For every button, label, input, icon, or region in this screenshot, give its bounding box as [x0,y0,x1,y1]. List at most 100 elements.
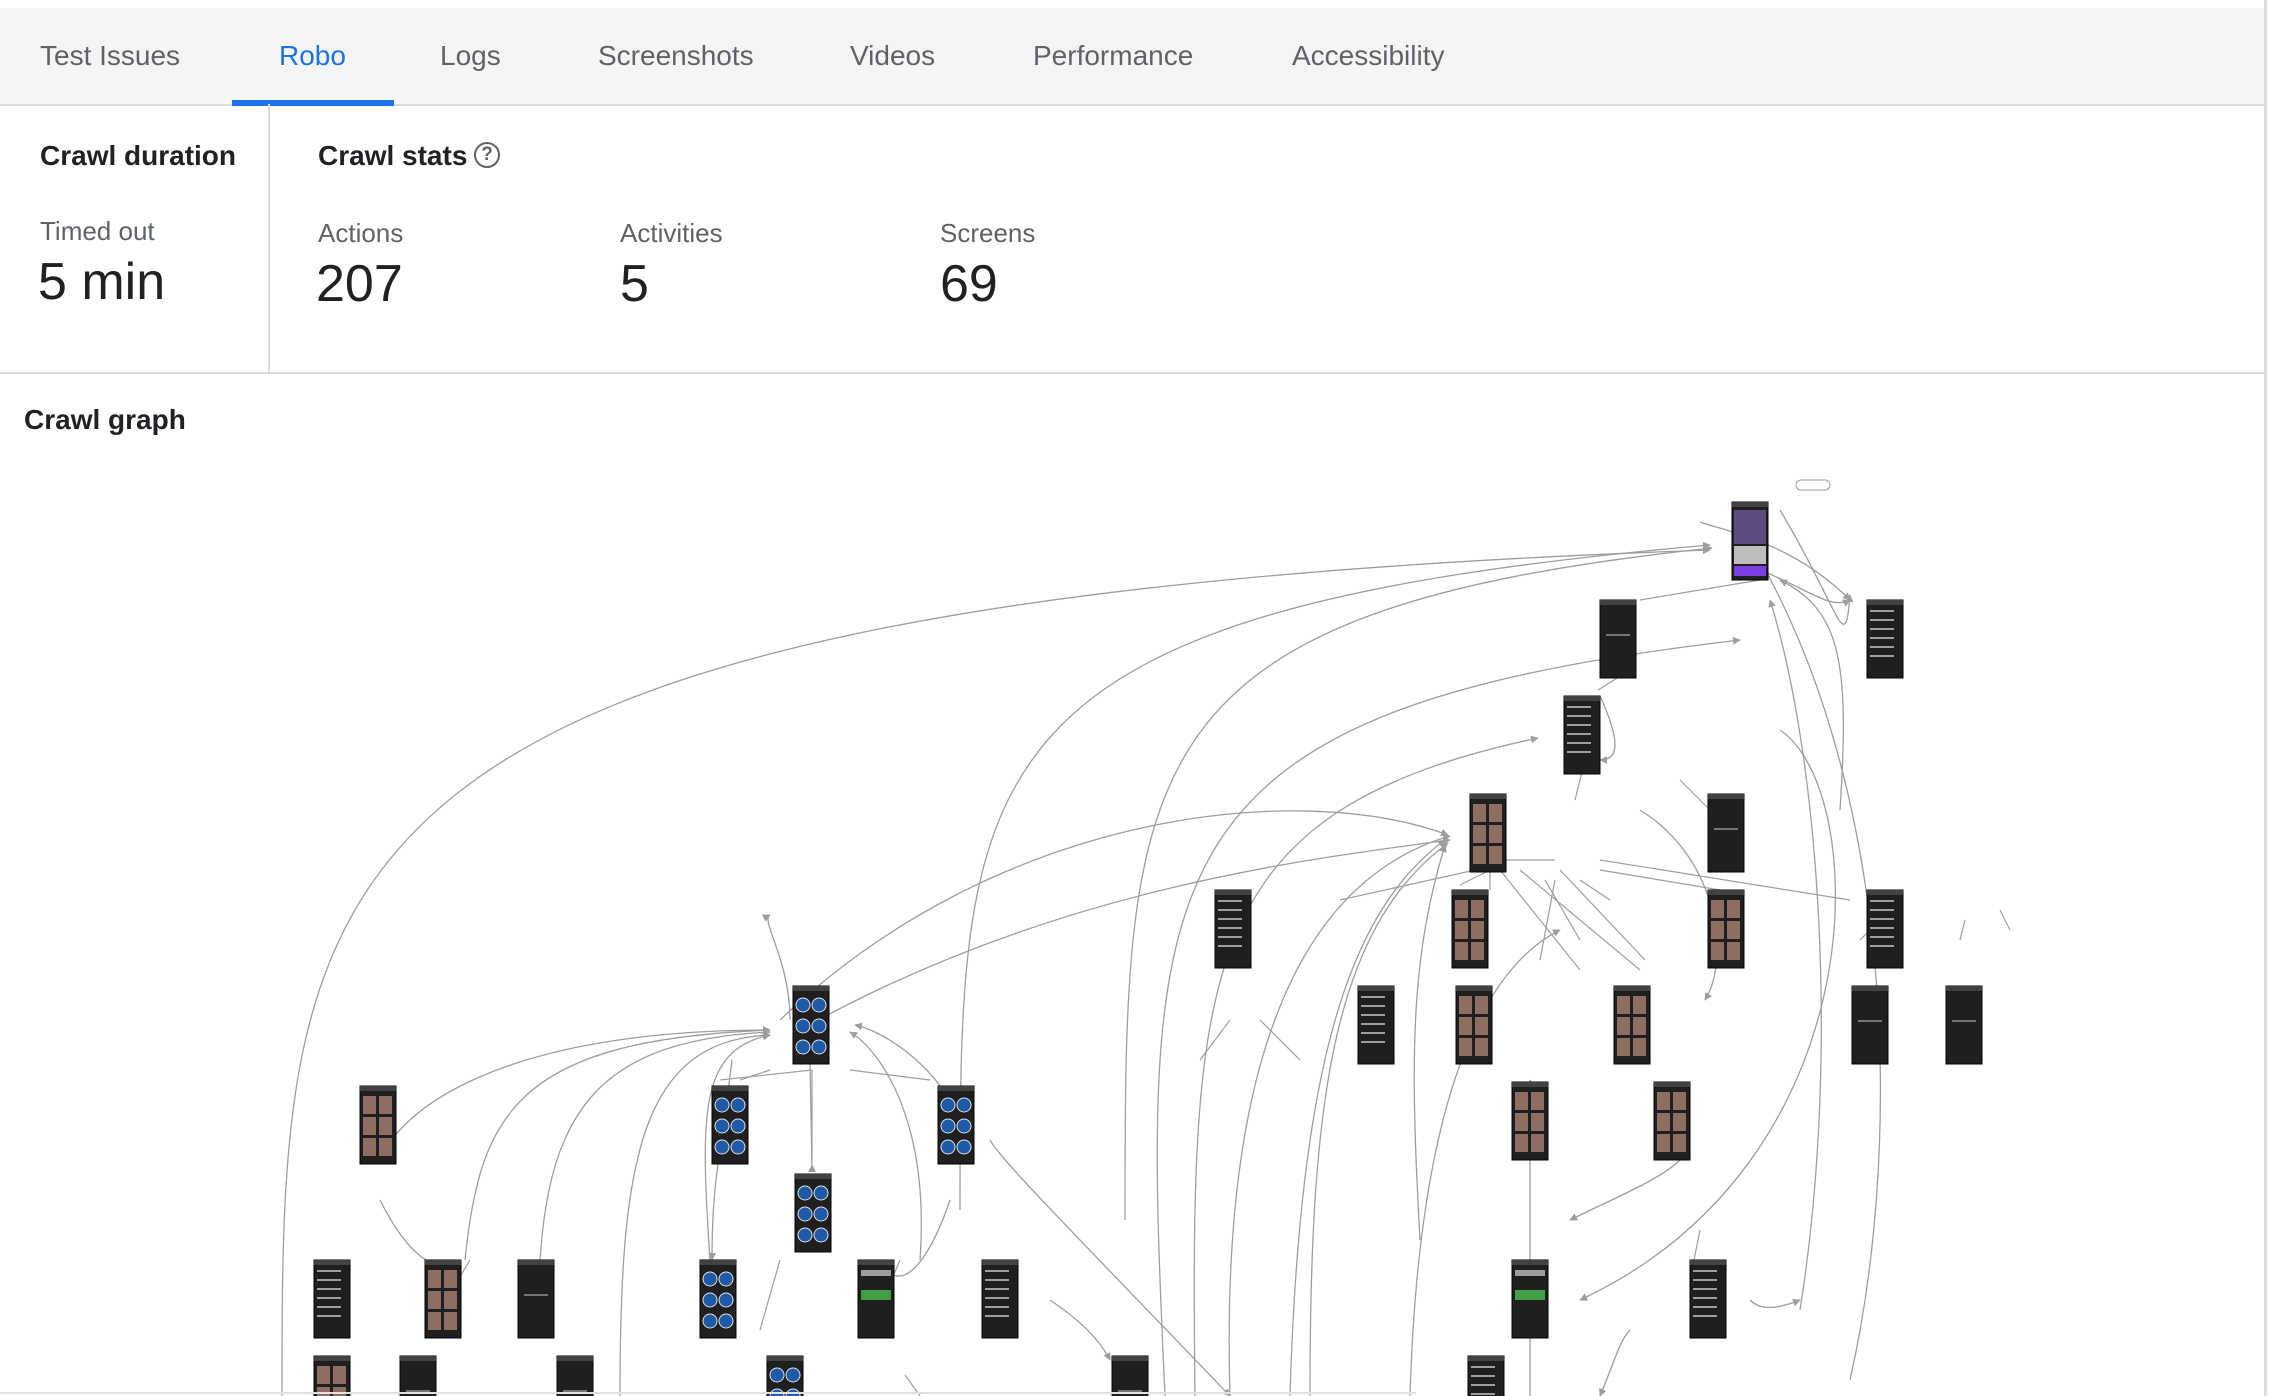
graph-edge [1579,879,1611,901]
graph-edge [1199,1019,1231,1061]
screen-node[interactable] [517,1259,555,1339]
graph-edge [1759,559,1882,1381]
graph-edge [464,1026,771,1261]
graph-edge [1999,909,2011,931]
screen-node[interactable] [857,1259,895,1339]
screen-node[interactable] [1945,985,1983,1065]
graph-edge [1156,636,1741,1396]
tab-accessibility[interactable]: Accessibility [1292,40,1445,71]
help-circle-icon[interactable]: ? [474,142,500,168]
tab-performance[interactable]: Performance [1033,40,1194,71]
graph-edge [1639,809,1718,1001]
screen-node[interactable] [937,1085,975,1165]
graph-edge [1768,599,1822,1311]
screen-node[interactable] [1511,1259,1549,1339]
screen-node[interactable] [794,1173,832,1253]
graph-edge [1779,579,1844,811]
tab-test-issues[interactable]: Test Issues [40,40,181,71]
screen-node[interactable] [1613,985,1651,1065]
screen-node[interactable] [1731,501,1769,581]
graph-edge [1579,729,1836,1301]
graph-edge [539,1028,771,1261]
graph-edge [849,1069,931,1081]
screen-node[interactable] [1469,793,1507,873]
results-tab-bar: Test Issues Robo Logs Screenshots Videos… [0,8,2264,106]
screen-node[interactable] [1653,1081,1691,1161]
screen-node[interactable] [1467,1355,1505,1396]
screen-node[interactable] [1563,695,1601,775]
graph-edge [619,1031,771,1396]
stat-actions-label: Actions [318,218,404,248]
graph-edge [1544,879,1581,941]
graph-edge [1599,869,1721,891]
screen-node[interactable] [1214,889,1252,969]
stat-screens-label: Screens [940,218,1036,248]
graph-edge [989,1139,1231,1396]
graph-edge [1259,1019,1301,1061]
graph-edge [1519,869,1641,971]
screen-node[interactable] [981,1259,1019,1339]
tab-screenshots[interactable]: Screenshots [598,40,754,71]
graph-edge [379,1199,461,1268]
screen-node[interactable] [1357,985,1395,1065]
active-tab-indicator [232,100,394,106]
screen-node[interactable] [313,1259,351,1339]
crawl-duration-status: Timed out [40,216,155,246]
start-node[interactable] [1795,479,1831,491]
graph-edge [1599,695,1616,764]
graph-edge [1289,839,1446,1396]
crawl-summary: Crawl duration Timed out 5 min Crawl sta… [0,104,2264,374]
screen-node[interactable] [1851,985,1889,1065]
graph-edge [849,1031,922,1261]
graph-edge [1309,842,1449,1396]
stats-divider [268,104,270,372]
graph-edge [1959,919,1966,941]
screen-node[interactable] [1451,889,1489,969]
tab-robo[interactable]: Robo [279,40,346,71]
screen-node[interactable] [1599,599,1637,679]
screen-node[interactable] [792,985,830,1065]
screen-node[interactable] [1707,889,1745,969]
graph-edge [761,914,791,1021]
crawl-graph-canvas[interactable] [0,460,2264,1396]
tab-videos[interactable]: Videos [850,40,936,71]
tab-logs[interactable]: Logs [440,40,501,71]
graph-edge [959,541,1711,1211]
graph-edge [779,810,1449,1021]
screen-node[interactable] [1707,793,1745,873]
graph-edge [1499,869,1581,971]
screen-node[interactable] [1866,889,1904,969]
stat-screens-value: 69 [940,255,998,313]
screen-node[interactable] [556,1355,594,1396]
graph-edge [1599,859,1851,901]
screen-node[interactable] [1455,985,1493,1065]
graph-edge [1339,869,1476,901]
crawl-duration-value: 5 min [38,253,166,311]
graph-edge [1124,544,1713,1221]
screen-node[interactable] [1111,1355,1149,1396]
crawl-graph-title: Crawl graph [24,404,186,435]
screen-node[interactable] [711,1085,749,1165]
stat-actions-value: 207 [316,255,403,313]
graph-edge [799,837,1451,1031]
screen-node[interactable] [359,1085,397,1165]
crawl-duration-title: Crawl duration [40,140,237,171]
graph-edge [704,1032,771,1261]
screen-node[interactable] [766,1355,804,1396]
graph-edge [719,1069,813,1081]
crawl-graph[interactable] [0,460,2264,1396]
screen-node[interactable] [699,1259,737,1339]
screen-node[interactable] [1511,1081,1549,1161]
graph-edge [1539,879,1556,961]
screen-node[interactable] [399,1355,437,1396]
graph-edge [1759,569,1851,607]
graph-edge [1413,844,1447,1241]
screen-node[interactable] [424,1259,462,1339]
screen-node[interactable] [1866,599,1904,679]
stat-activities-value: 5 [620,255,649,313]
graph-edge [1599,1329,1631,1396]
graph-edge [1049,1299,1111,1361]
screen-node[interactable] [1689,1259,1727,1339]
screen-node[interactable] [313,1355,351,1396]
